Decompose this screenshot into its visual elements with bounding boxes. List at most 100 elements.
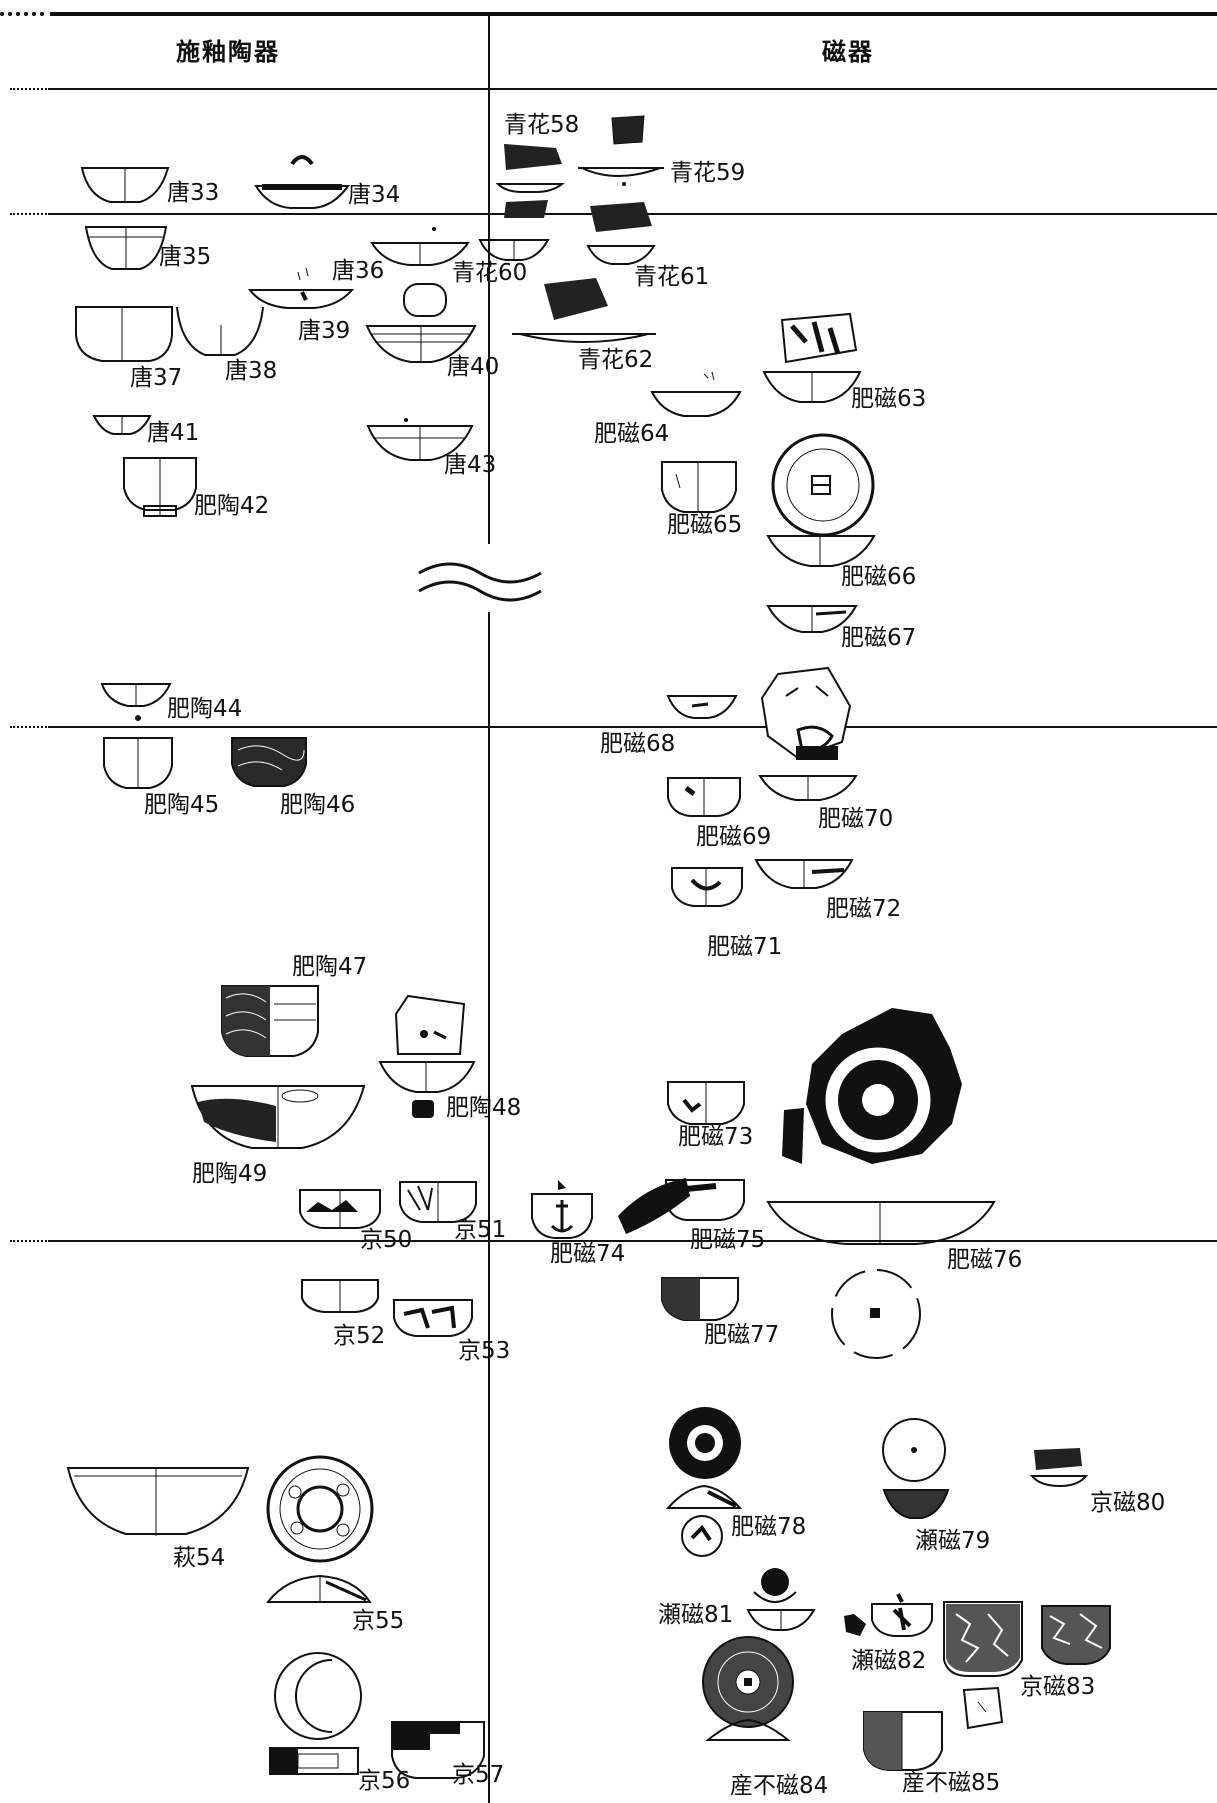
vessel-drawing	[667, 777, 741, 817]
specimen-label: 産不磁85	[902, 1770, 1001, 1796]
vessel-drawing	[254, 155, 350, 209]
vessel-drawing	[393, 1299, 473, 1337]
vessel-drawing	[702, 1636, 794, 1741]
column-divider-upper	[488, 14, 490, 544]
vessel-drawing	[84, 226, 168, 270]
vessel-drawing	[871, 1593, 933, 1637]
specimen-label: 肥磁71	[707, 934, 783, 960]
vessel-drawing	[766, 535, 876, 567]
vessel-drawing	[92, 415, 152, 435]
vessel-drawing	[771, 433, 875, 537]
specimen-label: 肥磁76	[947, 1247, 1023, 1273]
vessel-drawing	[962, 1686, 1004, 1730]
vessel-drawing	[831, 1269, 921, 1359]
vessel-drawing	[760, 666, 852, 760]
vessel-drawing	[586, 202, 656, 265]
specimen-label: 肥磁72	[826, 896, 902, 922]
row-divider-2-dots	[10, 726, 50, 728]
specimen-label: 肥磁77	[704, 1322, 780, 1348]
vessel-drawing	[611, 115, 645, 145]
vessel-drawing	[190, 1085, 366, 1149]
specimen-label: 京52	[333, 1323, 386, 1349]
specimen-label: 唐43	[444, 452, 497, 478]
specimen-label: 京57	[452, 1762, 505, 1788]
vessel-drawing	[66, 1467, 250, 1536]
vessel-drawing	[366, 418, 474, 461]
specimen-label: 肥磁69	[696, 824, 772, 850]
specimen-label: 唐37	[130, 365, 183, 391]
specimen-label: 唐39	[298, 318, 351, 344]
row-divider-2	[50, 726, 1217, 728]
vessel-drawing	[754, 859, 854, 889]
vessel-drawing	[123, 457, 197, 517]
vessel-drawing	[863, 1711, 943, 1771]
specimen-label: 唐38	[225, 358, 278, 384]
vessel-drawing	[667, 1081, 745, 1125]
row-divider-3	[50, 1240, 1217, 1242]
vessel-drawing	[274, 1652, 362, 1740]
specimen-label: 肥陶47	[292, 954, 368, 980]
specimen-label: 青花59	[670, 160, 746, 186]
vessel-drawing	[80, 167, 170, 203]
vessel-drawing	[100, 683, 172, 721]
vessel-drawing	[391, 1721, 485, 1779]
specimen-label: 瀬磁81	[658, 1602, 734, 1628]
top-border-dots	[0, 12, 44, 20]
column-divider-lower	[488, 612, 490, 1803]
header-divider-dots	[10, 88, 50, 90]
vessel-drawing	[365, 325, 477, 363]
vessel-drawing	[661, 1277, 739, 1321]
specimen-label: 肥陶44	[167, 696, 243, 722]
specimen-label: 肥陶46	[280, 792, 356, 818]
vessel-drawing	[780, 312, 858, 364]
vessel-drawing	[669, 1407, 741, 1479]
vessel-drawing	[666, 695, 738, 719]
vessel-drawing	[75, 306, 173, 362]
specimen-label: 唐40	[447, 354, 500, 380]
specimen-label: 青花61	[634, 264, 710, 290]
vessel-drawing	[231, 737, 307, 787]
specimen-label: 肥磁67	[841, 625, 917, 651]
specimen-label: 肥磁70	[818, 806, 894, 832]
specimen-label: 肥磁73	[678, 1124, 754, 1150]
vessel-drawing	[247, 267, 355, 309]
column-header-glazed-pottery: 施釉陶器	[176, 38, 280, 66]
vessel-drawing	[665, 1484, 743, 1509]
vessel-drawing	[394, 994, 466, 1055]
specimen-label: 唐34	[348, 182, 401, 208]
specimen-label: 肥陶45	[144, 792, 220, 818]
vessel-drawing	[399, 1181, 477, 1223]
vessel-drawing	[766, 1201, 996, 1245]
specimen-label: 萩54	[173, 1545, 226, 1571]
break-symbol	[418, 562, 542, 602]
specimen-label: 青花58	[504, 112, 580, 138]
vessel-drawing	[943, 1601, 1023, 1677]
specimen-label: 唐41	[147, 420, 200, 446]
vessel-drawing	[650, 371, 742, 417]
specimen-label: 肥磁63	[851, 386, 927, 412]
specimen-label: 青花62	[578, 347, 654, 373]
row-divider-1-dots	[10, 213, 50, 215]
vessel-drawing	[266, 1455, 374, 1563]
vessel-drawing	[746, 1609, 816, 1631]
specimen-label: 唐33	[167, 180, 220, 206]
vessel-drawing	[512, 333, 656, 343]
vessel-drawing	[1029, 1448, 1089, 1488]
specimen-label: 京磁80	[1090, 1490, 1166, 1516]
vessel-drawing	[806, 1008, 962, 1164]
vessel-drawing	[403, 283, 447, 317]
specimen-label: 京50	[360, 1227, 413, 1253]
specimen-label: 唐35	[159, 244, 212, 270]
vessel-drawing	[753, 1568, 797, 1603]
vessel-drawing	[578, 167, 664, 186]
vessel-drawing	[1041, 1605, 1111, 1665]
vessel-drawing	[762, 371, 862, 403]
specimen-label: 肥磁68	[600, 731, 676, 757]
vessel-drawing	[782, 1108, 804, 1164]
vessel-drawing	[504, 200, 548, 218]
vessel-drawing	[265, 1574, 372, 1603]
vessel-drawing	[301, 1279, 379, 1313]
vessel-drawing	[412, 1100, 434, 1118]
vessel-drawing	[103, 737, 173, 789]
vessel-drawing	[176, 306, 264, 356]
